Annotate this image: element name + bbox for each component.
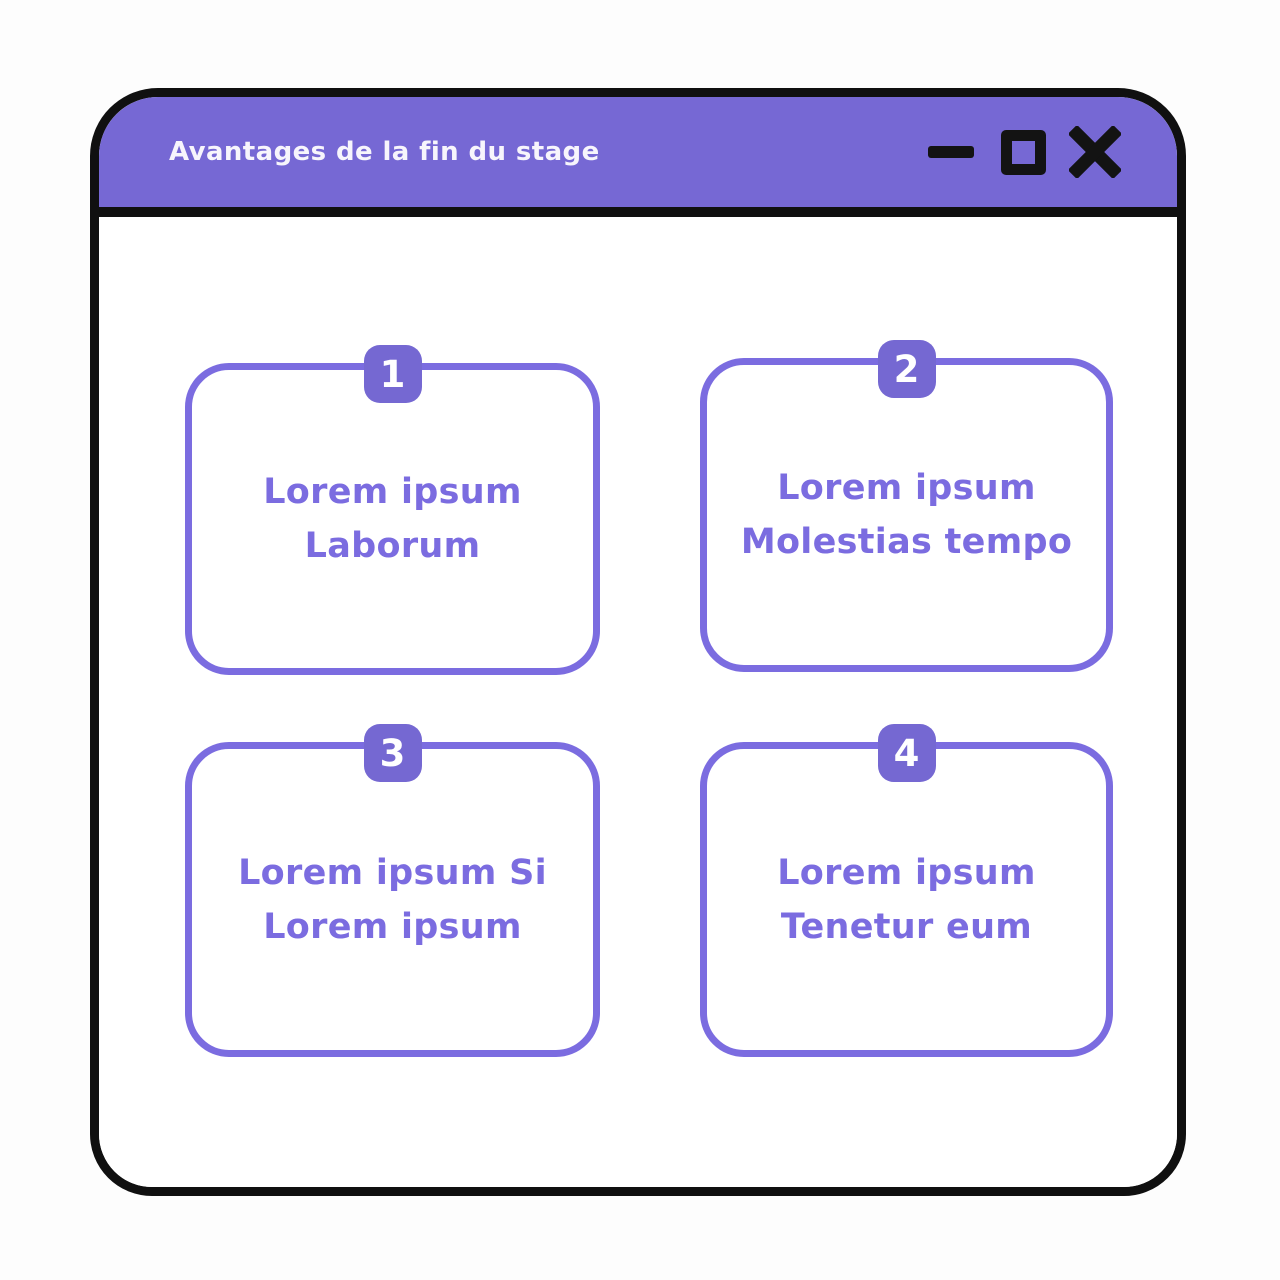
card-text-line1: Lorem ipsum	[777, 468, 1036, 508]
card-4: 4 Lorem ipsum Tenetur eum	[700, 724, 1113, 1057]
card-number-badge: 1	[363, 345, 422, 403]
titlebar: Avantages de la fin du stage	[99, 97, 1177, 217]
window-title: Avantages de la fin du stage	[169, 137, 600, 167]
card-number-badge: 4	[877, 724, 936, 782]
card-text: Lorem ipsum Si Lorem ipsum	[238, 846, 547, 954]
minimize-button[interactable]	[925, 126, 977, 178]
app-window: Avantages de la fin du stage 1 Lorem ips…	[90, 88, 1186, 1196]
card-text: Lorem ipsum Laborum	[263, 465, 522, 573]
window-controls	[925, 126, 1121, 178]
card-3: 3 Lorem ipsum Si Lorem ipsum	[185, 724, 600, 1057]
card-text-line1: Lorem ipsum	[263, 472, 522, 512]
minimize-icon	[928, 146, 974, 158]
maximize-button[interactable]	[997, 126, 1049, 178]
card-2: 2 Lorem ipsum Molestias tempo	[700, 340, 1113, 672]
card-number-badge: 2	[877, 340, 936, 398]
main-content: 1 Lorem ipsum Laborum 2 Lorem ipsum Mole…	[99, 217, 1177, 1187]
card-text-line1: Lorem ipsum Si	[238, 852, 547, 893]
card-text: Lorem ipsum Tenetur eum	[777, 846, 1036, 954]
close-button[interactable]	[1069, 126, 1121, 178]
maximize-icon	[1000, 129, 1046, 175]
card-text-line2: Laborum	[304, 526, 481, 566]
card-text-line1: Lorem ipsum	[777, 852, 1036, 893]
card-text-line2: Tenetur eum	[780, 906, 1033, 947]
card-text-line2: Molestias tempo	[740, 522, 1073, 562]
card-number-badge: 3	[363, 724, 422, 782]
card-text: Lorem ipsum Molestias tempo	[741, 461, 1072, 569]
close-icon	[1069, 126, 1121, 178]
card-1: 1 Lorem ipsum Laborum	[185, 345, 600, 675]
card-text-line2: Lorem ipsum	[263, 906, 522, 947]
